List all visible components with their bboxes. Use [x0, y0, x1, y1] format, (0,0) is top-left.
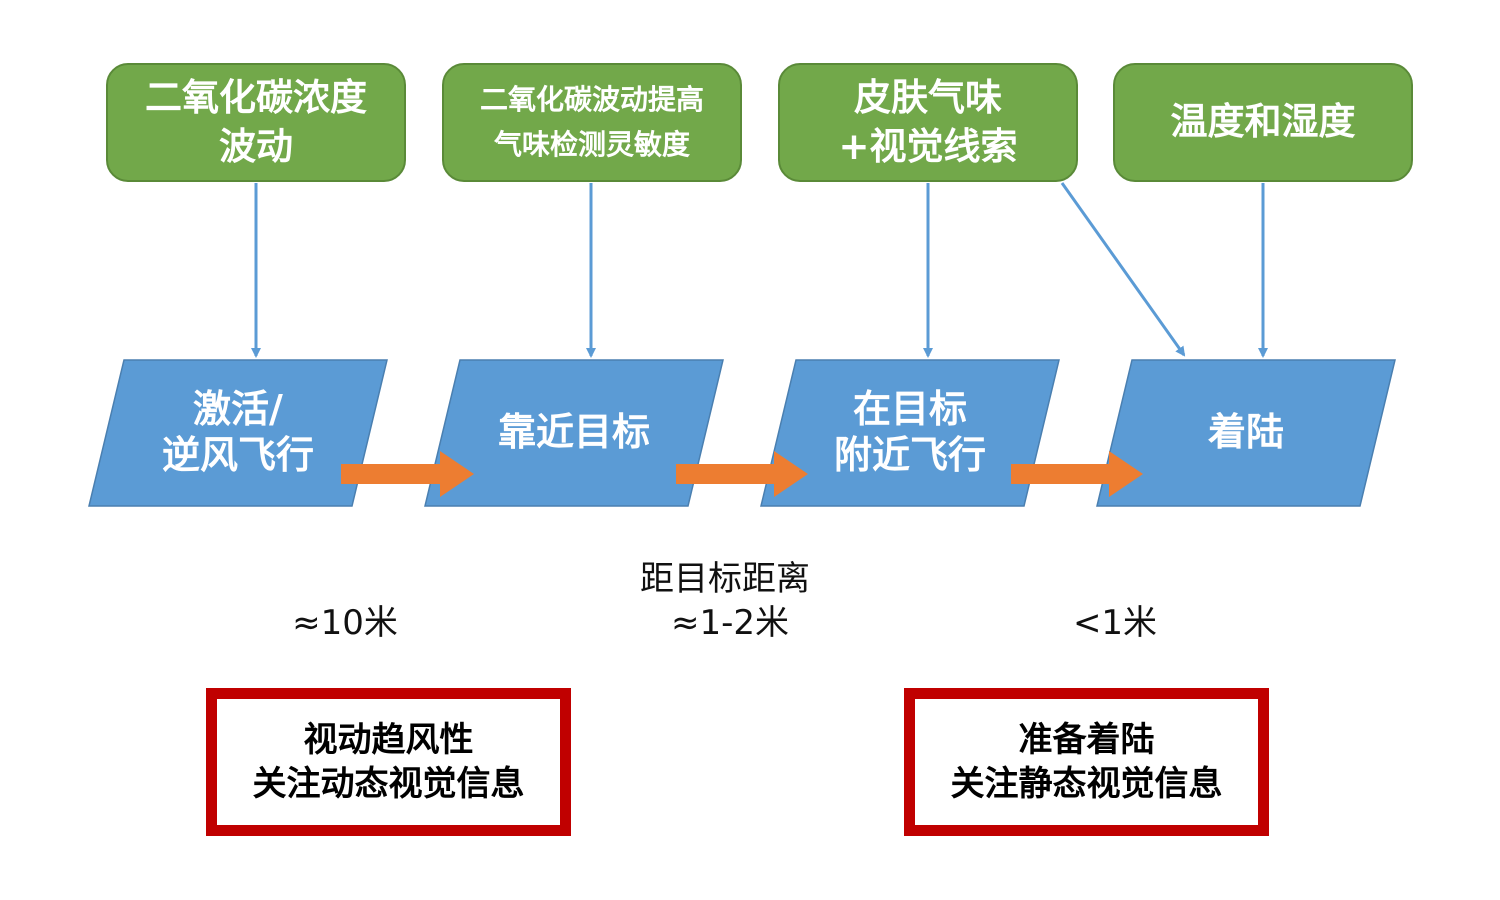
stage-line: 激活/ — [193, 387, 283, 432]
stage-label-landing: 着陆 — [1136, 380, 1356, 486]
stage-line: 附近飞行 — [833, 433, 986, 477]
distance-title: 距目标距离 — [640, 559, 810, 599]
cue-line: 二氧化碳波动提高 — [479, 82, 704, 116]
summary-line: 关注动态视觉信息 — [252, 764, 525, 804]
cue-box-co2-odor-sensitivity: 二氧化碳波动提高 气味检测灵敏度 — [442, 63, 742, 182]
cue-box-co2-fluctuation: 二氧化碳浓度 波动 — [106, 63, 406, 182]
distance-value-mid: ≈1-2米 — [670, 603, 790, 643]
stage-line: 着陆 — [1207, 410, 1284, 455]
summary-line: 准备着陆 — [1018, 719, 1155, 760]
stage-label-approach: 靠近目标 — [464, 380, 684, 486]
stage-shape-landing — [1096, 359, 1396, 507]
summary-box-dynamic-visual: 视动趋风性 关注动态视觉信息 — [206, 688, 571, 836]
cue-line: 皮肤气味 — [854, 76, 1002, 120]
cue-line: 二氧化碳浓度 — [145, 76, 367, 120]
progress-arrow-1 — [341, 451, 474, 497]
summary-box-static-visual: 准备着陆 关注静态视觉信息 — [904, 688, 1269, 836]
distance-value-near: <1米 — [1072, 603, 1158, 643]
stage-label-activation: 激活/ 逆风飞行 — [128, 380, 348, 486]
cue-box-skin-odor-visual: 皮肤气味 +视觉线索 — [778, 63, 1078, 182]
summary-line: 关注静态视觉信息 — [950, 764, 1223, 804]
stage-shape-activation — [88, 359, 388, 507]
cue-line: 气味检测灵敏度 — [493, 127, 690, 161]
stage-line: 在目标 — [852, 387, 967, 432]
stage-shape-near-target — [760, 359, 1060, 507]
cue-line: 波动 — [219, 124, 293, 168]
stage-shape-approach — [424, 359, 724, 507]
stage-line: 逆风飞行 — [161, 433, 314, 477]
cue-line: +视觉线索 — [838, 124, 1018, 168]
progress-arrow-3 — [1011, 451, 1143, 497]
stage-line: 靠近目标 — [497, 410, 650, 455]
progress-arrow-2 — [676, 451, 808, 497]
distance-value-far: ≈10米 — [292, 603, 398, 643]
cue-line: 温度和湿度 — [1170, 100, 1356, 144]
cue-box-temperature-humidity: 温度和湿度 — [1113, 63, 1413, 182]
stage-label-near-target: 在目标 附近飞行 — [800, 380, 1020, 486]
connector-arrow-4 — [1060, 182, 1186, 357]
summary-line: 视动趋风性 — [303, 719, 474, 760]
